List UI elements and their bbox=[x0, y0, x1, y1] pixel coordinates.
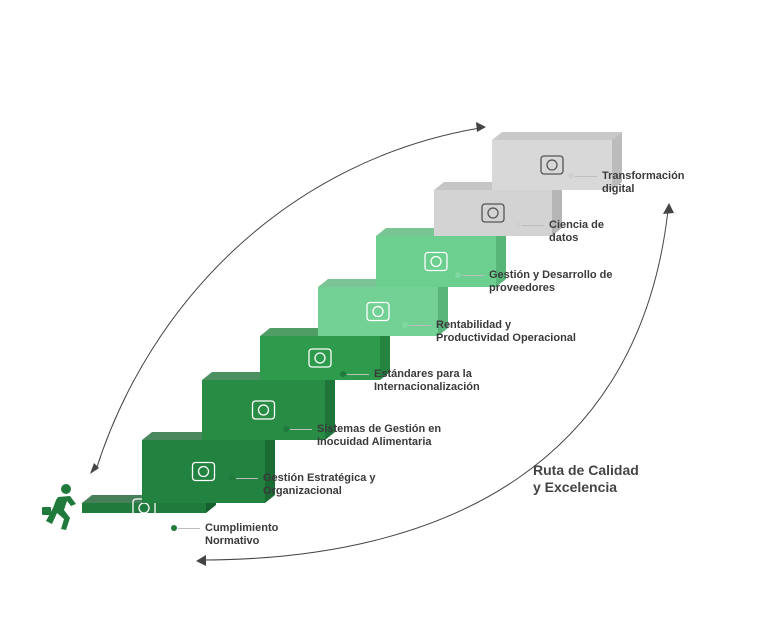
step-5-marker bbox=[402, 322, 408, 328]
step-label-line-1: Gestión y Desarrollo de bbox=[489, 269, 613, 281]
step-face bbox=[202, 380, 325, 440]
step-face bbox=[492, 140, 612, 190]
step-label-line-2: Normativo bbox=[205, 535, 260, 547]
star-hand-icon bbox=[308, 348, 332, 368]
step-7-marker bbox=[515, 222, 521, 228]
step-side bbox=[325, 372, 335, 440]
step-3-marker bbox=[283, 426, 289, 432]
step-6 bbox=[376, 228, 506, 287]
step-label-line-1: Estándares para la bbox=[374, 368, 472, 380]
step-5 bbox=[318, 279, 448, 336]
step-label-line-2: Inocuidad Alimentaria bbox=[317, 436, 432, 448]
step-6-marker bbox=[455, 272, 461, 278]
arrow-head-top bbox=[476, 122, 486, 132]
step-face bbox=[434, 190, 552, 236]
step-label-line-1: Transformación bbox=[602, 170, 685, 182]
step-1-leader bbox=[178, 528, 200, 529]
step-3 bbox=[202, 372, 335, 440]
step-4-leader bbox=[347, 374, 369, 375]
step-side bbox=[265, 432, 275, 503]
arrow-head-left bbox=[90, 463, 99, 474]
step-2 bbox=[142, 432, 275, 503]
runner-icon bbox=[42, 484, 76, 530]
step-8-marker bbox=[568, 173, 574, 179]
step-side bbox=[496, 228, 506, 287]
cycle-arc-bottom bbox=[199, 209, 669, 561]
fingerprint-icon bbox=[540, 155, 564, 175]
title-line-1: Ruta de Calidad bbox=[533, 462, 639, 478]
step-label-line-2: digital bbox=[602, 183, 635, 195]
title-line-2: y Excelencia bbox=[533, 479, 618, 495]
step-face bbox=[82, 503, 206, 513]
step-label-line-1: Ciencia de bbox=[549, 219, 605, 231]
step-7-leader bbox=[522, 225, 544, 226]
step-label-line-2: datos bbox=[549, 232, 579, 244]
step-3-leader bbox=[290, 429, 312, 430]
arrow-head-bottom bbox=[196, 555, 206, 566]
org-chart-icon bbox=[191, 461, 216, 482]
step-face bbox=[142, 440, 265, 503]
step-label-line-1: Gestión Estratégica y bbox=[263, 472, 376, 484]
step-label-line-1: Sistemas de Gestión en bbox=[317, 423, 442, 435]
gears-icon bbox=[366, 301, 390, 322]
step-4-marker bbox=[340, 371, 346, 377]
step-side bbox=[552, 182, 562, 236]
step-2-leader bbox=[236, 478, 258, 479]
step-8-leader bbox=[575, 176, 597, 177]
step-label-line-2: Internacionalización bbox=[374, 381, 480, 393]
step-5-leader bbox=[409, 325, 431, 326]
step-7 bbox=[434, 182, 562, 236]
step-side bbox=[380, 328, 390, 380]
step-face bbox=[260, 336, 380, 380]
step-side bbox=[438, 279, 448, 336]
step-1-marker bbox=[171, 525, 177, 531]
cycle-arc-top bbox=[95, 127, 481, 471]
step-label-line-2: Productividad Operacional bbox=[436, 332, 576, 344]
step-cap bbox=[492, 132, 622, 140]
step-face bbox=[376, 236, 496, 287]
step-face bbox=[318, 287, 438, 336]
step-label-line-2: Organizacional bbox=[263, 485, 342, 497]
shield-check-icon bbox=[251, 400, 276, 420]
diagram-title: Ruta de Calidad y Excelencia bbox=[533, 462, 639, 496]
step-label-line-1: Rentabilidad y bbox=[436, 319, 512, 331]
step-6-leader bbox=[462, 275, 484, 276]
step-label-line-2: proveedores bbox=[489, 282, 556, 294]
supplier-growth-icon bbox=[424, 251, 448, 272]
step-label-line-1: Cumplimiento bbox=[205, 522, 279, 534]
step-2-marker bbox=[229, 475, 235, 481]
arrow-head-right bbox=[663, 203, 674, 214]
step-side bbox=[612, 132, 622, 190]
data-analysis-icon bbox=[481, 203, 505, 223]
step-8 bbox=[492, 132, 622, 190]
